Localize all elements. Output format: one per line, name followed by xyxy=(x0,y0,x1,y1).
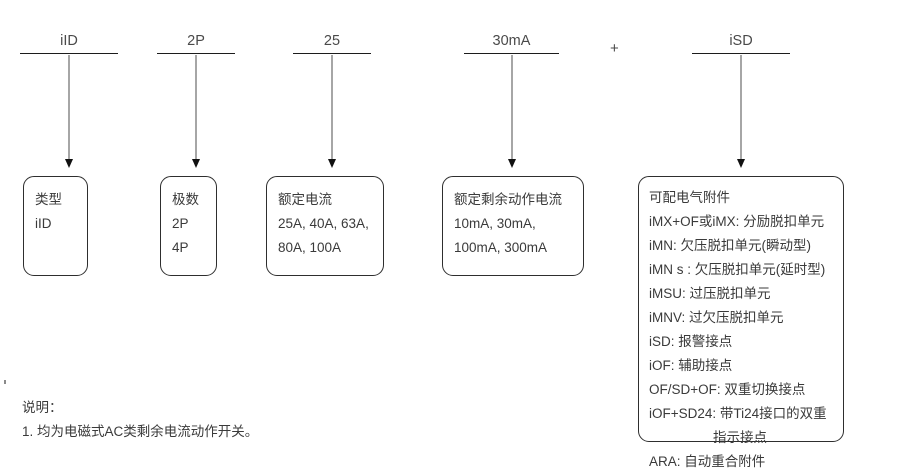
box-type-line-0: 类型 xyxy=(35,192,62,207)
box-accessories-line-8: OF/SD+OF: 双重切换接点 xyxy=(649,382,806,397)
column-rule-type xyxy=(20,53,118,54)
column-stem-poles xyxy=(195,55,197,159)
footnote-item-1: 1. 均为电磁式AC类剩余电流动作开关。 xyxy=(22,424,259,439)
box-accessories-line-11: ARA: 自动重合附件 xyxy=(649,454,766,469)
arrow-down-icon-residual-current xyxy=(507,159,516,168)
column-header-rated-current: 25 xyxy=(293,32,371,168)
column-label-residual-current: 30mA xyxy=(492,33,531,49)
box-accessories-line-7: iOF: 辅助接点 xyxy=(649,358,733,373)
box-accessories-line-3: iMN s : 欠压脱扣单元(延时型) xyxy=(649,262,826,277)
box-accessories-line-4: iMSU: 过压脱扣单元 xyxy=(649,286,771,301)
column-header-poles: 2P xyxy=(157,32,235,168)
box-accessories-line-2: iMN: 欠压脱扣单元(瞬动型) xyxy=(649,238,811,253)
box-poles: 极数 2P 4P xyxy=(160,176,217,276)
box-residual-current-line-1: 10mA, 30mA, xyxy=(454,216,536,231)
box-electrical-accessories: 可配电气附件 iMX+OF或iMX: 分励脱扣单元 iMN: 欠压脱扣单元(瞬动… xyxy=(638,176,844,469)
column-header-type: iID xyxy=(20,32,118,168)
box-poles-line-2: 4P xyxy=(172,240,189,255)
box-residual-current-line-0: 额定剩余动作电流 xyxy=(454,192,562,207)
box-rated-current-line-0: 额定电流 xyxy=(278,192,332,207)
plus-connector-symbol: + xyxy=(610,40,619,57)
footnote-heading: 说明： xyxy=(22,400,63,415)
box-poles-line-0: 极数 xyxy=(172,192,199,207)
box-accessories-line-0: 可配电气附件 xyxy=(649,190,730,205)
box-accessories-line-1: iMX+OF或iMX: 分励脱扣单元 xyxy=(649,214,825,229)
column-rule-accessories xyxy=(692,53,790,54)
column-header-residual-current: 30mA xyxy=(464,32,559,168)
box-residual-current: 额定剩余动作电流 10mA, 30mA, 100mA, 300mA xyxy=(442,176,584,276)
box-residual-current-line-2: 100mA, 300mA xyxy=(454,240,548,255)
box-type-line-1: iID xyxy=(35,216,52,231)
column-header-accessories: iSD xyxy=(692,32,790,168)
page-speck-artifact xyxy=(4,380,6,384)
column-label-rated-current: 25 xyxy=(323,33,341,49)
box-accessories-line-9: iOF+SD24: 带Ti24接口的双重 xyxy=(649,406,827,421)
box-accessories-line-6: iSD: 报警接点 xyxy=(649,334,733,349)
arrow-down-icon-type xyxy=(65,159,73,168)
box-accessories-line-5: iMNV: 过欠压脱扣单元 xyxy=(649,310,784,325)
arrow-down-icon-accessories xyxy=(737,159,745,168)
column-stem-rated-current xyxy=(331,55,333,159)
column-label-accessories: iSD xyxy=(729,33,753,49)
box-rated-current: 额定电流 25A, 40A, 63A, 80A, 100A xyxy=(266,176,384,276)
column-stem-accessories xyxy=(740,55,742,159)
box-accessories-line-10: 指示接点 xyxy=(713,430,767,445)
column-label-type: iID xyxy=(60,33,78,49)
column-stem-type xyxy=(68,55,70,159)
column-rule-rated-current xyxy=(293,53,371,54)
arrow-down-icon-poles xyxy=(192,159,200,168)
box-rated-current-line-1: 25A, 40A, 63A, xyxy=(278,216,369,231)
column-label-poles: 2P xyxy=(187,33,205,49)
box-type: 类型 iID xyxy=(23,176,88,276)
arrow-down-icon-rated-current xyxy=(328,159,336,168)
column-stem-residual-current xyxy=(511,55,512,159)
box-poles-line-1: 2P xyxy=(172,216,189,231)
column-rule-residual-current xyxy=(464,53,559,54)
column-rule-poles xyxy=(157,53,235,54)
box-rated-current-line-2: 80A, 100A xyxy=(278,240,342,255)
